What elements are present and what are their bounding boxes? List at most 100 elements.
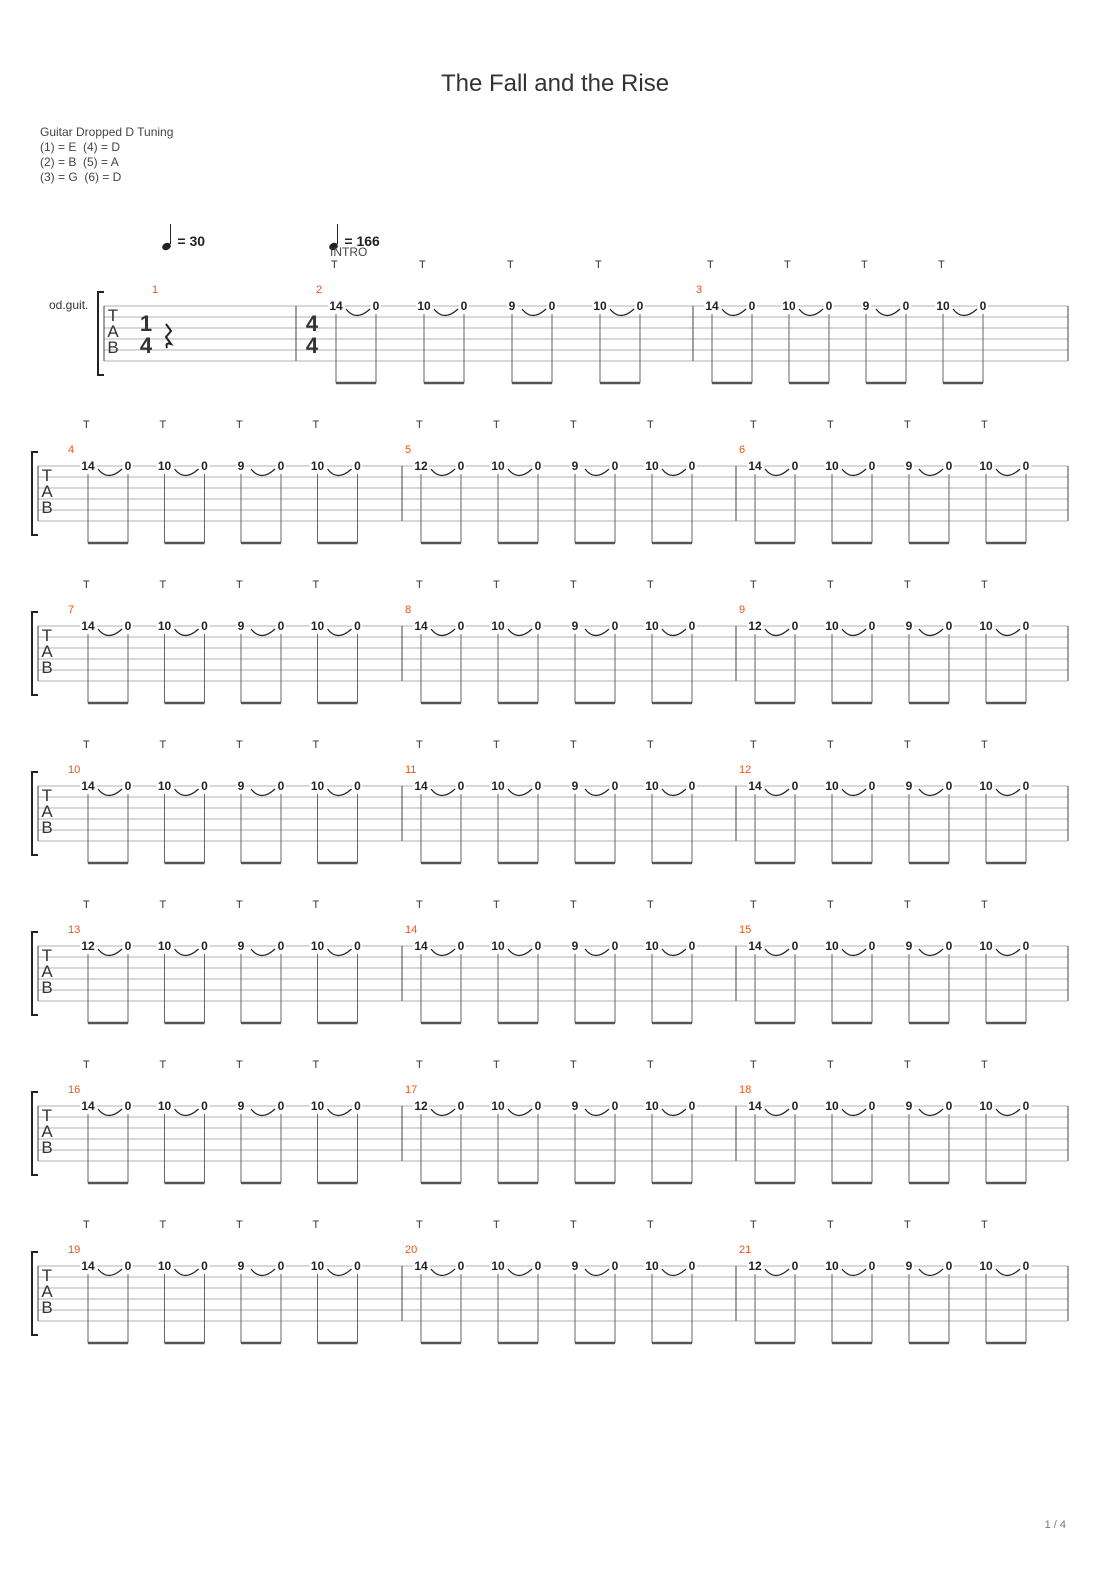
tap-mark: T <box>981 739 988 751</box>
slur-tie <box>661 788 687 797</box>
fret-number: 14 <box>414 939 428 953</box>
fret-number: 10 <box>645 1259 659 1273</box>
measure-number: 19 <box>68 1244 80 1256</box>
fret-number: 9 <box>572 619 579 633</box>
slur-tie <box>609 308 635 317</box>
tab-clef-letter: T <box>42 946 52 965</box>
fret-number: 0 <box>946 1099 953 1113</box>
slur-tie <box>661 1268 687 1277</box>
measure-number: 7 <box>68 604 74 616</box>
slur-tie <box>250 1108 276 1117</box>
fret-number: 0 <box>637 299 644 313</box>
slur-tie <box>995 468 1021 477</box>
fret-number: 12 <box>81 939 95 953</box>
measure-number: 18 <box>739 1084 751 1096</box>
tap-mark: T <box>570 579 577 591</box>
slur-tie <box>918 1268 944 1277</box>
measure-number: 4 <box>68 444 74 456</box>
fret-number: 9 <box>238 1259 245 1273</box>
fret-number: 0 <box>125 459 132 473</box>
tap-mark: T <box>981 1219 988 1231</box>
fret-number: 0 <box>689 779 696 793</box>
slur-tie <box>430 1108 456 1117</box>
slur-tie <box>97 1108 123 1117</box>
slur-tie <box>250 468 276 477</box>
fret-number: 0 <box>201 1099 208 1113</box>
tab-clef-letter: A <box>41 1282 53 1301</box>
fret-number: 9 <box>906 619 913 633</box>
tab-clef-letter: T <box>42 1106 52 1125</box>
fret-number: 0 <box>278 779 285 793</box>
fret-number: 9 <box>238 1099 245 1113</box>
fret-number: 10 <box>491 459 505 473</box>
tap-mark: T <box>83 419 90 431</box>
fret-number: 0 <box>946 939 953 953</box>
tap-mark: T <box>416 1219 423 1231</box>
slur-tie <box>764 948 790 957</box>
fret-number: 12 <box>748 619 762 633</box>
slur-tie <box>327 948 352 957</box>
fret-number: 0 <box>792 459 799 473</box>
fret-number: 0 <box>461 299 468 313</box>
score-title: The Fall and the Rise <box>440 70 670 97</box>
tap-mark: T <box>493 899 500 911</box>
slur-tie <box>174 628 199 637</box>
fret-number: 0 <box>689 459 696 473</box>
staff-bracket <box>97 291 104 376</box>
slur-tie <box>584 788 610 797</box>
tap-mark: T <box>904 899 911 911</box>
fret-number: 0 <box>458 1259 465 1273</box>
fret-number: 0 <box>792 939 799 953</box>
fret-number: 10 <box>979 459 993 473</box>
fret-number: 9 <box>572 459 579 473</box>
tap-mark: T <box>313 899 320 911</box>
fret-number: 0 <box>535 939 542 953</box>
fret-number: 14 <box>81 779 95 793</box>
tap-mark: T <box>827 1219 834 1231</box>
tap-mark: T <box>904 1059 911 1071</box>
staff-bracket <box>31 931 38 1016</box>
fret-number: 0 <box>278 939 285 953</box>
tap-mark: T <box>904 579 911 591</box>
fret-number: 0 <box>535 459 542 473</box>
fret-number: 10 <box>311 1259 325 1273</box>
slur-tie <box>507 1108 533 1117</box>
tap-mark: T <box>595 259 602 271</box>
fret-number: 0 <box>125 1259 132 1273</box>
fret-number: 9 <box>906 459 913 473</box>
tap-mark: T <box>981 899 988 911</box>
tap-mark: T <box>493 1219 500 1231</box>
staff-bracket <box>31 1251 38 1336</box>
fret-number: 10 <box>645 939 659 953</box>
tab-clef-letter: B <box>107 338 118 357</box>
tab-clef-letter: A <box>107 322 119 341</box>
tap-mark: T <box>493 579 500 591</box>
slur-tie <box>433 308 459 317</box>
tab-clef-letter: T <box>42 1266 52 1285</box>
tap-mark: T <box>750 579 757 591</box>
fret-number: 0 <box>689 939 696 953</box>
tap-mark: T <box>419 259 426 271</box>
tab-clef-letter: B <box>41 978 52 997</box>
tap-mark: T <box>647 419 654 431</box>
tab-clef-letter: B <box>41 1298 52 1317</box>
fret-number: 14 <box>81 619 95 633</box>
staff-bracket <box>31 771 38 856</box>
fret-number: 0 <box>869 459 876 473</box>
fret-number: 14 <box>414 779 428 793</box>
tap-mark: T <box>313 1219 320 1231</box>
tap-mark: T <box>861 259 868 271</box>
slur-tie <box>327 628 352 637</box>
tap-mark: T <box>784 259 791 271</box>
staff-bracket <box>31 611 38 696</box>
fret-number: 0 <box>980 299 987 313</box>
fret-number: 10 <box>825 939 839 953</box>
slur-tie <box>507 788 533 797</box>
slur-tie <box>798 308 824 317</box>
slur-tie <box>841 788 867 797</box>
measure-number: 2 <box>316 284 322 296</box>
tap-mark: T <box>236 899 243 911</box>
slur-tie <box>584 1268 610 1277</box>
tempo-marking-intro: = 30 <box>160 224 205 252</box>
